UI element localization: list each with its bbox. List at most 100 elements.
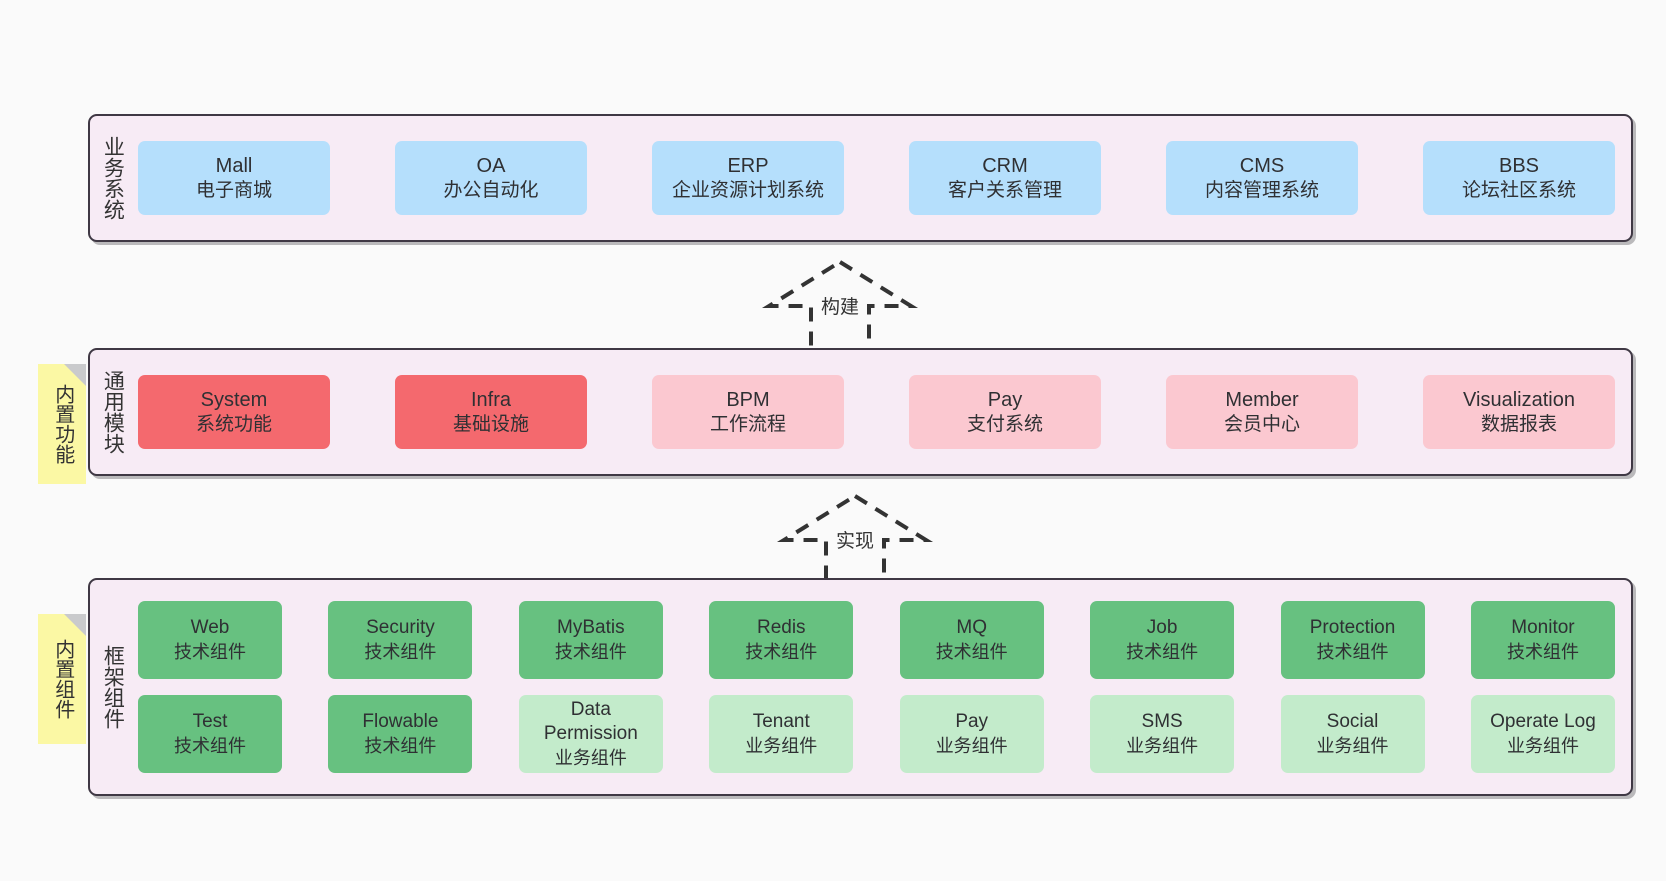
sticky-note-label: 内置功能 <box>51 384 74 464</box>
card-title: SMS <box>1141 710 1183 732</box>
card-subtitle: 技术组件 <box>935 641 1008 662</box>
card-bpm[interactable]: BPM 工作流程 <box>652 375 844 449</box>
card-subtitle: 支付系统 <box>966 413 1043 435</box>
card-test[interactable]: Test 技术组件 <box>138 695 282 773</box>
layer-title-business: 业务系统 <box>101 136 125 220</box>
card-infra[interactable]: Infra 基础设施 <box>395 375 587 449</box>
card-subtitle: 论坛社区系统 <box>1461 179 1576 201</box>
card-subtitle: 技术组件 <box>1126 641 1199 662</box>
card-subtitle: 技术组件 <box>364 735 437 756</box>
card-title: Pay <box>987 388 1023 411</box>
modules-card-row: System 系统功能 Infra 基础设施 BPM 工作流程 Pay 支付系统… <box>138 375 1615 449</box>
sticky-note-builtin-function: 内置功能 <box>38 364 86 484</box>
connector-realize: 实现 <box>775 492 935 590</box>
card-social[interactable]: Social 业务组件 <box>1280 695 1425 773</box>
card-protection[interactable]: Protection 技术组件 <box>1280 601 1425 679</box>
card-data-permission[interactable]: Data Permission 业务组件 <box>518 695 663 773</box>
card-subtitle: 业务组件 <box>1506 735 1579 756</box>
card-job[interactable]: Job 技术组件 <box>1090 601 1235 679</box>
card-subtitle: 电子商城 <box>195 179 272 201</box>
layer-general-modules: 通用模块 System 系统功能 Infra 基础设施 BPM 工作流程 Pay… <box>88 348 1633 476</box>
card-subtitle: 业务组件 <box>935 735 1008 756</box>
card-title: Tenant <box>752 710 810 732</box>
connector-realize-label: 实现 <box>835 531 875 552</box>
card-title: Member <box>1225 388 1299 411</box>
card-subtitle: 技术组件 <box>174 735 246 756</box>
card-subtitle: 内容管理系统 <box>1204 179 1319 201</box>
card-mq[interactable]: MQ 技术组件 <box>899 601 1044 679</box>
card-title: Job <box>1146 616 1178 638</box>
card-title: Data Permission <box>543 698 638 745</box>
card-web[interactable]: Web 技术组件 <box>138 601 282 679</box>
card-cms[interactable]: CMS 内容管理系统 <box>1166 141 1358 215</box>
card-title: Monitor <box>1511 616 1575 638</box>
card-subtitle: 企业资源计划系统 <box>671 179 824 201</box>
card-pay-component[interactable]: Pay 业务组件 <box>899 695 1044 773</box>
card-subtitle: 技术组件 <box>1316 641 1389 662</box>
card-subtitle: 基础设施 <box>452 413 529 435</box>
card-subtitle: 业务组件 <box>1126 735 1199 756</box>
card-subtitle: 会员中心 <box>1223 413 1300 435</box>
framework-card-row-2: Test 技术组件 Flowable 技术组件 Data Permission … <box>138 695 1615 773</box>
business-card-row: Mall 电子商城 OA 办公自动化 ERP 企业资源计划系统 CRM 客户关系… <box>138 141 1615 215</box>
card-subtitle: 技术组件 <box>554 641 627 662</box>
layer-title-modules: 通用模块 <box>101 370 125 454</box>
card-subtitle: 技术组件 <box>364 641 437 662</box>
card-title: Social <box>1326 710 1379 732</box>
card-subtitle: 技术组件 <box>745 641 818 662</box>
card-title: Test <box>192 710 228 732</box>
card-member[interactable]: Member 会员中心 <box>1166 375 1358 449</box>
card-title: CRM <box>982 154 1028 177</box>
card-title: ERP <box>727 154 769 177</box>
card-subtitle: 系统功能 <box>195 413 272 435</box>
card-title: Infra <box>470 388 512 411</box>
card-title: MyBatis <box>557 616 625 638</box>
card-operate-log[interactable]: Operate Log 业务组件 <box>1470 695 1615 773</box>
card-title: Redis <box>756 616 806 638</box>
card-title: BBS <box>1498 154 1540 177</box>
layer-body-modules: System 系统功能 Infra 基础设施 BPM 工作流程 Pay 支付系统… <box>134 350 1631 474</box>
card-title: BPM <box>726 388 770 411</box>
card-mybatis[interactable]: MyBatis 技术组件 <box>518 601 663 679</box>
card-title: OA <box>476 154 506 177</box>
card-title: Web <box>190 616 230 638</box>
card-title: CMS <box>1239 154 1285 177</box>
card-monitor[interactable]: Monitor 技术组件 <box>1470 601 1615 679</box>
card-security[interactable]: Security 技术组件 <box>328 601 473 679</box>
card-title: Mall <box>215 154 253 177</box>
sticky-fold-corner-icon <box>64 614 86 636</box>
card-title: Visualization <box>1463 388 1575 411</box>
card-title: Security <box>366 616 435 638</box>
card-mall[interactable]: Mall 电子商城 <box>138 141 330 215</box>
card-subtitle: 技术组件 <box>174 641 246 662</box>
layer-business-systems: 业务系统 Mall 电子商城 OA 办公自动化 ERP 企业资源计划系统 CRM… <box>88 114 1633 242</box>
card-flowable[interactable]: Flowable 技术组件 <box>328 695 473 773</box>
card-title: MQ <box>956 616 987 638</box>
layer-body-framework: Web 技术组件 Security 技术组件 MyBatis 技术组件 Redi… <box>134 580 1631 794</box>
card-tenant[interactable]: Tenant 业务组件 <box>709 695 854 773</box>
card-title: System <box>200 388 268 411</box>
card-subtitle: 技术组件 <box>1506 641 1579 662</box>
card-oa[interactable]: OA 办公自动化 <box>395 141 587 215</box>
card-subtitle: 客户关系管理 <box>947 179 1062 201</box>
sticky-note-builtin-component: 内置组件 <box>38 614 86 744</box>
card-subtitle: 业务组件 <box>745 735 818 756</box>
card-title: Protection <box>1309 616 1396 638</box>
sticky-fold-corner-icon <box>64 364 86 386</box>
card-pay[interactable]: Pay 支付系统 <box>909 375 1101 449</box>
card-system[interactable]: System 系统功能 <box>138 375 330 449</box>
connector-build: 构建 <box>760 258 920 356</box>
card-sms[interactable]: SMS 业务组件 <box>1090 695 1235 773</box>
card-title: Operate Log <box>1490 710 1596 732</box>
card-subtitle: 业务组件 <box>554 748 627 768</box>
card-title: Flowable <box>362 710 439 732</box>
card-subtitle: 办公自动化 <box>443 179 539 201</box>
card-erp[interactable]: ERP 企业资源计划系统 <box>652 141 844 215</box>
card-visualization[interactable]: Visualization 数据报表 <box>1423 375 1615 449</box>
card-redis[interactable]: Redis 技术组件 <box>709 601 854 679</box>
card-bbs[interactable]: BBS 论坛社区系统 <box>1423 141 1615 215</box>
layer-body-business: Mall 电子商城 OA 办公自动化 ERP 企业资源计划系统 CRM 客户关系… <box>134 116 1631 240</box>
sticky-note-label: 内置组件 <box>51 639 74 719</box>
card-crm[interactable]: CRM 客户关系管理 <box>909 141 1101 215</box>
